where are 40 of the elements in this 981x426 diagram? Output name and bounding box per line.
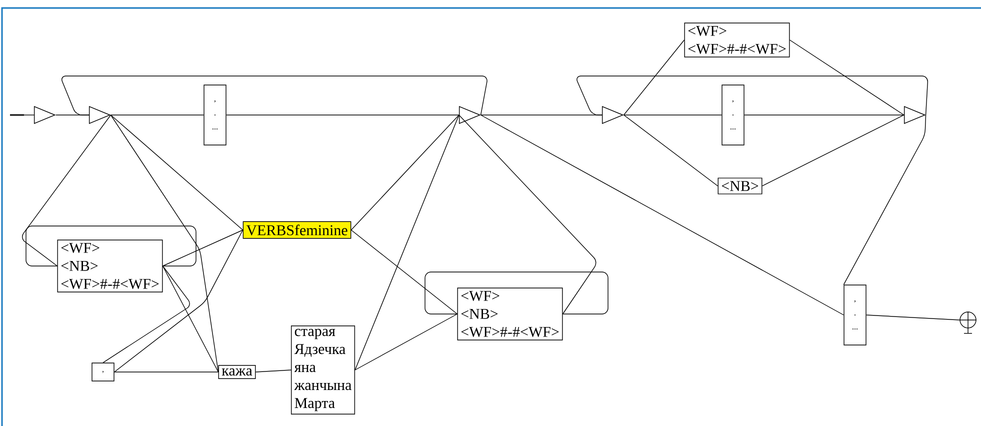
transition-box: <WF> <NB> <WF>#-#<WF> (57, 240, 163, 292)
transition-line (110, 114, 244, 230)
transition-line (110, 114, 204, 116)
transition-line (22, 114, 112, 266)
transition-box: <WF> <NB> <WF>#-#<WF> (457, 288, 563, 340)
transition-line (102, 266, 190, 363)
transition-line (162, 266, 219, 372)
transition-box: кажа (218, 365, 256, 379)
final-state-circle (959, 311, 977, 334)
transition-line (110, 114, 219, 372)
transition-line (114, 230, 244, 372)
transition-line (255, 370, 292, 372)
transition-line (866, 314, 960, 320)
transition-box: , . ... (844, 284, 866, 346)
transition-box: , . ... (722, 84, 744, 146)
transition-line (576, 76, 928, 116)
transition-box: <WF> <WF>#-#<WF> (684, 22, 790, 58)
transition-line (789, 40, 904, 116)
transition-box: , (92, 362, 114, 382)
transition-line (62, 76, 488, 116)
transition-line (623, 40, 685, 116)
transition-box: VERBSfeminine (242, 221, 352, 239)
transition-box: старая Ядзечка яна жанчына Марта (290, 326, 356, 414)
transition-line (623, 114, 718, 186)
loop-line (424, 272, 608, 314)
transition-line (350, 114, 460, 230)
transition-line (762, 114, 904, 186)
transition-line (623, 114, 722, 116)
transition-line (480, 114, 844, 316)
transition-line (744, 114, 904, 116)
transition-line (354, 314, 458, 370)
transition-line (354, 114, 460, 370)
loop-line (26, 226, 196, 266)
transition-line (226, 114, 460, 116)
transition-line (458, 114, 596, 314)
transition-box: <NB> (718, 178, 762, 194)
transition-box: , . ... (204, 84, 226, 146)
transition-line (350, 230, 458, 314)
transition-line (162, 230, 244, 266)
transition-line (843, 114, 926, 285)
